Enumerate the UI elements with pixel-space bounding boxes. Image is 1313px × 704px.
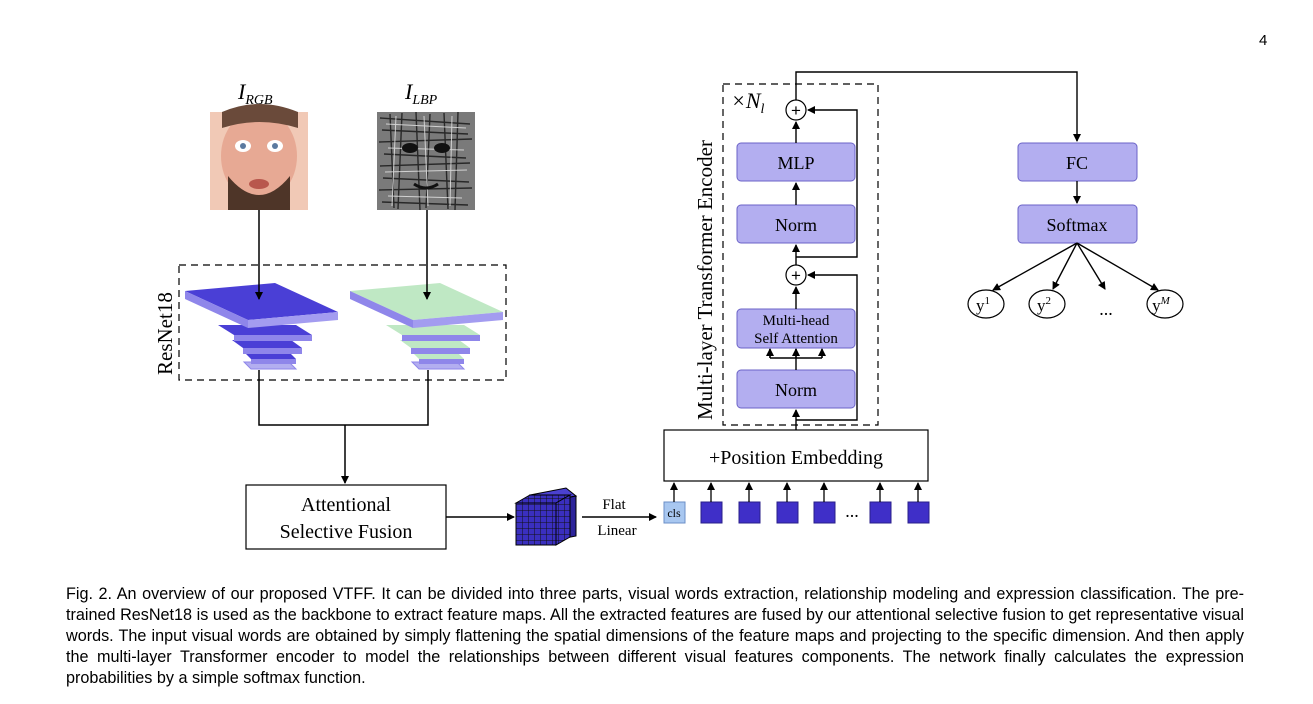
- token: [907, 501, 930, 524]
- add-symbol: +: [791, 266, 801, 285]
- linear-label: Linear: [597, 523, 636, 539]
- transformer-encoder-box: [722, 83, 879, 426]
- output-ellipsis: ...: [1099, 299, 1113, 319]
- token: [813, 501, 836, 524]
- token: [869, 501, 892, 524]
- resnet18-label: ResNet18: [153, 292, 177, 375]
- fusion-label-line2: Selective Fusion: [280, 521, 413, 543]
- output-yM: yM: [1146, 289, 1184, 319]
- attentional-selective-fusion-box: [245, 484, 447, 550]
- fusion-label-line1: Attentional: [301, 494, 391, 516]
- attention-label-line1: Multi-head: [763, 313, 830, 329]
- rgb-input-label: IRGB: [237, 79, 273, 108]
- softmax-block-label: Softmax: [1047, 215, 1108, 235]
- attention-label-line2: Self Attention: [754, 331, 838, 347]
- flat-label: Flat: [602, 497, 626, 513]
- resnet18-box: [178, 264, 507, 381]
- svg-text:y1: y1: [976, 295, 990, 315]
- norm-block-1-label: Norm: [775, 380, 817, 400]
- token: [738, 501, 761, 524]
- position-embedding-box: [663, 429, 929, 482]
- encoder-repeat-label: ×Nl: [731, 88, 765, 117]
- output-y1: y1: [967, 289, 1005, 319]
- encoder-title: Multi-layer Transformer Encoder: [693, 140, 717, 420]
- svg-text:yM: yM: [1152, 295, 1171, 315]
- figure-caption: Fig. 2. An overview of our proposed VTFF…: [66, 585, 1244, 687]
- lbp-feature-pyramid: [350, 283, 503, 370]
- svg-text:y2: y2: [1037, 295, 1051, 315]
- add-symbol: +: [791, 101, 801, 120]
- mlp-block-label: MLP: [777, 153, 814, 173]
- page-number: 4: [1259, 32, 1268, 49]
- token: [776, 501, 799, 524]
- architecture-diagram: IRGB ILBP ResNet18: [153, 71, 1184, 550]
- token: [700, 501, 723, 524]
- norm-block-2-label: Norm: [775, 215, 817, 235]
- cls-token-label: cls: [667, 506, 681, 520]
- rgb-face-image: [210, 104, 308, 210]
- token-ellipsis: ...: [845, 501, 859, 521]
- position-embedding-label: +Position Embedding: [709, 447, 883, 469]
- output-y2: y2: [1028, 289, 1066, 319]
- fc-block-label: FC: [1066, 153, 1088, 173]
- lbp-face-image: [377, 111, 475, 211]
- rgb-feature-pyramid: [185, 283, 338, 370]
- lbp-input-label: ILBP: [404, 79, 438, 108]
- feature-cube: [514, 487, 578, 546]
